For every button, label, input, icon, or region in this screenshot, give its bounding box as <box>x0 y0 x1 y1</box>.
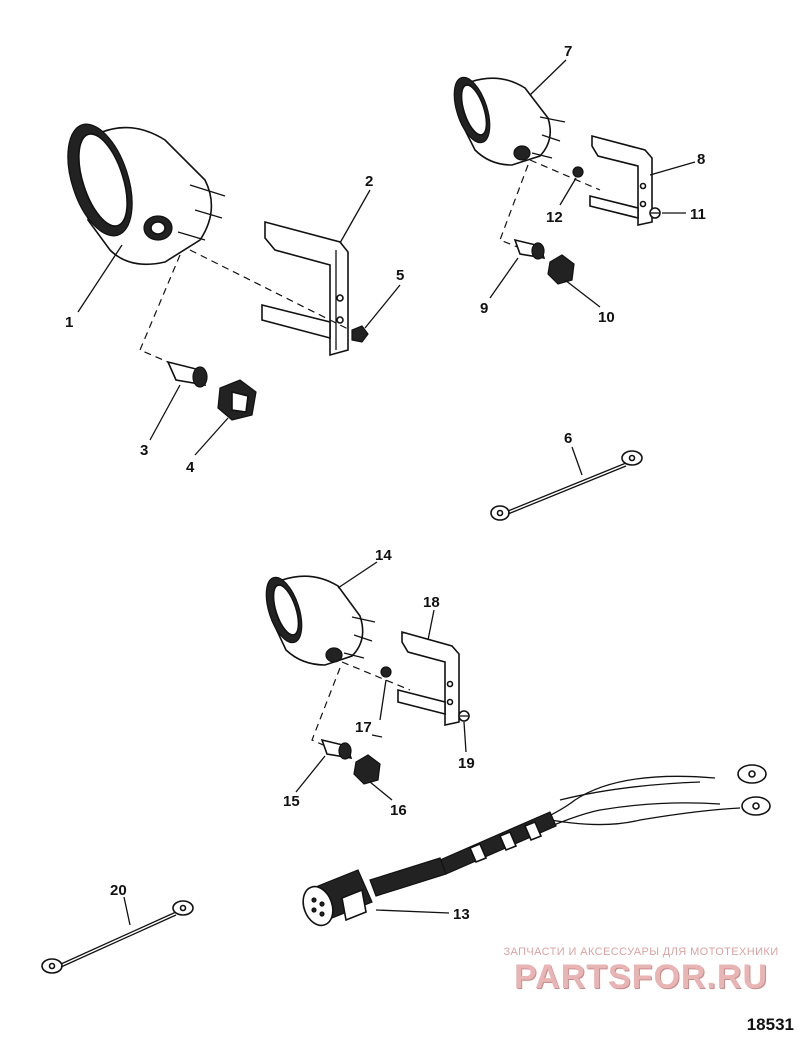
nut-large <box>351 325 369 343</box>
callout-12: 12 <box>546 209 563 226</box>
callout-6: 6 <box>564 430 572 447</box>
gauge-small-middle <box>265 575 376 666</box>
cap-small-top <box>547 254 575 285</box>
bracket-small-top <box>589 134 653 226</box>
bracket-large <box>261 220 349 357</box>
callout-8: 8 <box>697 151 705 168</box>
callout-labels: 1 2 3 4 5 6 7 8 9 10 11 12 13 14 15 16 1… <box>65 43 706 923</box>
callout-1: 1 <box>65 314 73 331</box>
callout-9: 9 <box>480 300 488 317</box>
gauge-small-top <box>453 76 566 166</box>
callout-14: 14 <box>375 547 392 564</box>
screw-small-top <box>649 207 661 219</box>
bracket-small-middle <box>397 630 460 726</box>
callout-19: 19 <box>458 755 475 772</box>
drawing-number: 18531 <box>746 1015 794 1034</box>
nut-small-middle <box>380 666 392 678</box>
ground-strap-right <box>490 450 643 521</box>
bulb-socket-large <box>166 360 208 388</box>
screw-small-middle <box>458 710 470 722</box>
callout-17: 17 <box>355 719 372 736</box>
callout-15: 15 <box>283 793 300 810</box>
callout-18: 18 <box>423 594 440 611</box>
cap-large <box>217 379 257 421</box>
leader-lines <box>77 59 696 926</box>
callout-16: 16 <box>390 802 407 819</box>
watermark-logo: PARTSFOR.RU <box>513 958 769 996</box>
callout-20: 20 <box>110 882 127 899</box>
callout-2: 2 <box>365 173 373 190</box>
cap-small-middle <box>353 754 381 785</box>
callout-3: 3 <box>140 442 148 459</box>
watermark-caption: ЗАПЧАСТИ И АКСЕССУАРЫ ДЛЯ МОТОТЕХНИКИ <box>503 946 779 958</box>
wiring-harness <box>302 764 771 927</box>
bulb-socket-small-middle <box>320 738 353 760</box>
nut-small-top <box>572 166 584 178</box>
watermark: ЗАПЧАСТИ И АКСЕССУАРЫ ДЛЯ МОТОТЕХНИКИ PA… <box>488 946 794 996</box>
callout-5: 5 <box>396 267 404 284</box>
callout-4: 4 <box>186 459 195 476</box>
callout-7: 7 <box>564 43 572 60</box>
bulb-socket-small-top <box>513 238 546 260</box>
ground-strap-left <box>41 900 194 974</box>
callout-10: 10 <box>598 309 615 326</box>
callout-13: 13 <box>453 906 470 923</box>
callout-11: 11 <box>690 206 706 223</box>
gauge-large <box>67 123 226 266</box>
